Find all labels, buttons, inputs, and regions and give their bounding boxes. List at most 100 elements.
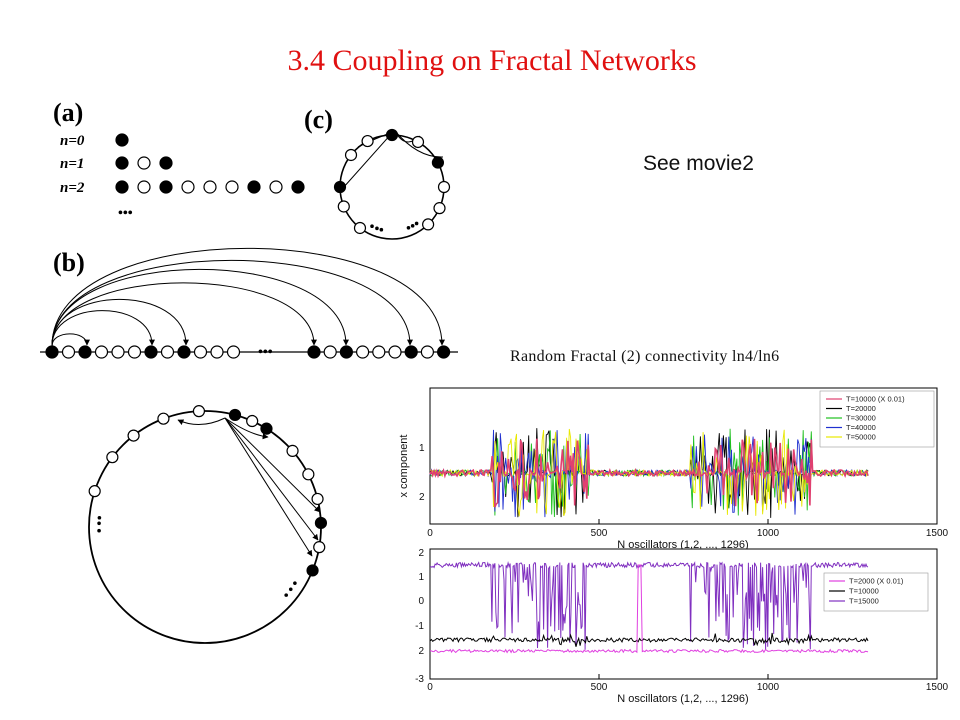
open-node (61, 345, 76, 359)
filled-node (431, 156, 445, 169)
bottom-ytick: 2 (418, 548, 424, 559)
panel-label-a: (a) (53, 98, 83, 127)
ellipsis-dot (288, 587, 293, 592)
top-xtick: 1500 (926, 528, 949, 539)
coupling-arc (51, 333, 90, 347)
fractal-levels: n=0n=1n=2 (60, 133, 305, 196)
plot-title: Random Fractal (2) connectivity ln4/ln6 (510, 348, 780, 365)
filled-node (177, 345, 191, 359)
open-node (344, 148, 358, 162)
ellipsis-dot (414, 221, 419, 226)
filled-node (306, 564, 319, 577)
coupling-arc (51, 299, 189, 347)
open-node (323, 345, 337, 359)
open-node (356, 345, 370, 359)
filled-node (159, 156, 173, 170)
filled-node (314, 516, 328, 530)
filled-node (78, 345, 92, 359)
open-node (433, 202, 446, 215)
filled-node (307, 345, 321, 359)
bottom-series-line (429, 632, 869, 647)
filled-node (260, 422, 273, 435)
coupling-arrow (224, 417, 313, 557)
ellipsis-dot (97, 521, 101, 526)
open-node (226, 345, 241, 359)
level-label: n=2 (60, 180, 85, 196)
filled-node (385, 128, 399, 142)
bottom-ytick: -3 (415, 674, 424, 685)
coupling-arc (51, 259, 413, 347)
panel-label-b: (b) (53, 248, 85, 277)
open-node (111, 345, 125, 359)
filled-node (437, 345, 451, 359)
ellipsis-dot (97, 515, 102, 520)
top-series-line (429, 428, 869, 517)
ellipsis-dot (410, 224, 415, 228)
filled-node (339, 345, 353, 359)
see-movie-text: See movie2 (643, 152, 754, 175)
large-ring-network (88, 405, 328, 644)
bottom-legend-entry: T=10000 (849, 587, 879, 596)
top-legend-entry: T=40000 (846, 423, 876, 432)
coupling-arc (51, 247, 445, 347)
open-node (372, 345, 386, 359)
small-ring-network (333, 128, 451, 240)
bottom-ytick: 0 (418, 596, 424, 607)
svg-text:•••: ••• (258, 345, 273, 360)
coupling-arrow (224, 417, 319, 541)
open-node (137, 156, 151, 170)
open-node (181, 180, 195, 194)
bottom-ytick: 1 (418, 572, 424, 583)
filled-node (45, 345, 59, 359)
level-label: n=1 (60, 156, 84, 172)
open-node (160, 345, 175, 359)
ellipsis-dot (293, 581, 297, 585)
top-legend-entry: T=10000 (X 0.01) (846, 395, 905, 404)
bottom-legend-entry: T=15000 (849, 597, 879, 606)
top-series-line (429, 438, 869, 508)
top-xtick: 0 (427, 528, 433, 539)
panel-label-c: (c) (304, 105, 333, 134)
open-node (203, 180, 217, 194)
ellipsis-dot (370, 224, 374, 229)
open-node (269, 180, 283, 194)
open-node (313, 541, 326, 554)
bottom-plot-series (429, 561, 869, 654)
open-node (437, 180, 451, 194)
top-plot-series (429, 428, 869, 518)
open-node (157, 412, 170, 425)
open-node (422, 218, 435, 231)
open-node (127, 345, 142, 359)
open-node (193, 345, 208, 359)
open-node (210, 345, 224, 359)
filled-node (333, 180, 347, 194)
bottom-ytick: -1 (415, 621, 424, 632)
ellipsis-dot (375, 226, 379, 231)
open-node (192, 405, 206, 418)
top-legend-entry: T=30000 (846, 414, 876, 423)
open-node (127, 429, 140, 442)
open-node (302, 468, 315, 481)
open-node (106, 451, 119, 464)
open-node (225, 180, 239, 194)
bottom-series-line (430, 564, 869, 654)
ellipsis-dot (97, 528, 101, 533)
open-node (420, 345, 434, 359)
coupling-arc (51, 269, 349, 347)
coupling-arc (51, 310, 155, 347)
filled-node (115, 133, 129, 147)
top-xlabel: N oscillators (1,2, ..., 1296) (617, 539, 748, 551)
open-node (411, 135, 425, 149)
ellipsis-dot (284, 593, 289, 597)
filled-node (404, 345, 418, 359)
ellipsis-dot (379, 227, 384, 232)
levels-ellipsis: ••• (118, 206, 133, 221)
top-xtick: 500 (591, 528, 608, 539)
bottom-series-line (429, 561, 869, 650)
filled-node (291, 180, 305, 194)
bottom-ytick: 2 (418, 646, 424, 657)
open-node (311, 492, 324, 506)
open-node (353, 221, 367, 235)
